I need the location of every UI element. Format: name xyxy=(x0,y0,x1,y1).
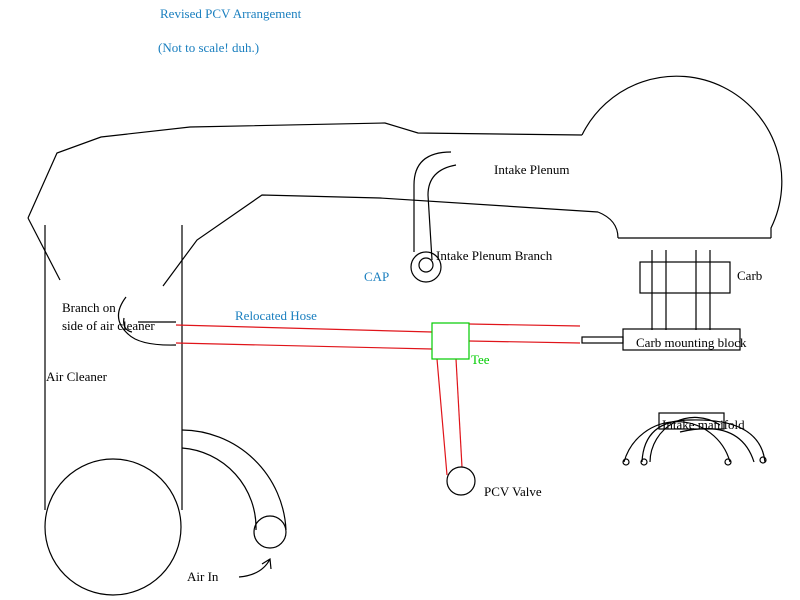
label-air-in: Air In xyxy=(187,569,219,584)
intake-plenum-branch xyxy=(410,151,457,283)
label-carb-mounting-block: Carb mounting block xyxy=(636,335,747,350)
intake-manifold xyxy=(622,412,767,466)
tee xyxy=(431,322,470,360)
diagram-subtitle: (Not to scale! duh.) xyxy=(158,40,259,55)
label-relocated-hose: Relocated Hose xyxy=(235,308,317,323)
relocated-hose xyxy=(175,323,581,476)
label-intake-manifold: Intake manifold xyxy=(662,417,745,432)
air-in-arrow xyxy=(238,557,272,578)
label-tee: Tee xyxy=(471,352,490,367)
label-pcv-valve: PCV Valve xyxy=(484,484,542,499)
pcv-valve xyxy=(446,466,476,496)
label-air-cleaner: Air Cleaner xyxy=(46,369,108,384)
duct-outline xyxy=(27,75,783,287)
air-cleaner-branch xyxy=(117,296,177,346)
label-carb: Carb xyxy=(737,268,762,283)
diagram-title: Revised PCV Arrangement xyxy=(160,6,302,21)
label-branch-line1: Branch on xyxy=(62,300,116,315)
label-intake-plenum-branch: Intake Plenum Branch xyxy=(436,248,553,263)
air-cleaner xyxy=(44,225,287,596)
label-branch-line2: side of air cleaner xyxy=(62,318,155,333)
carb xyxy=(639,250,731,330)
carb-mounting-block xyxy=(581,328,741,351)
label-cap: CAP xyxy=(364,269,389,284)
label-intake-plenum: Intake Plenum xyxy=(494,162,569,177)
